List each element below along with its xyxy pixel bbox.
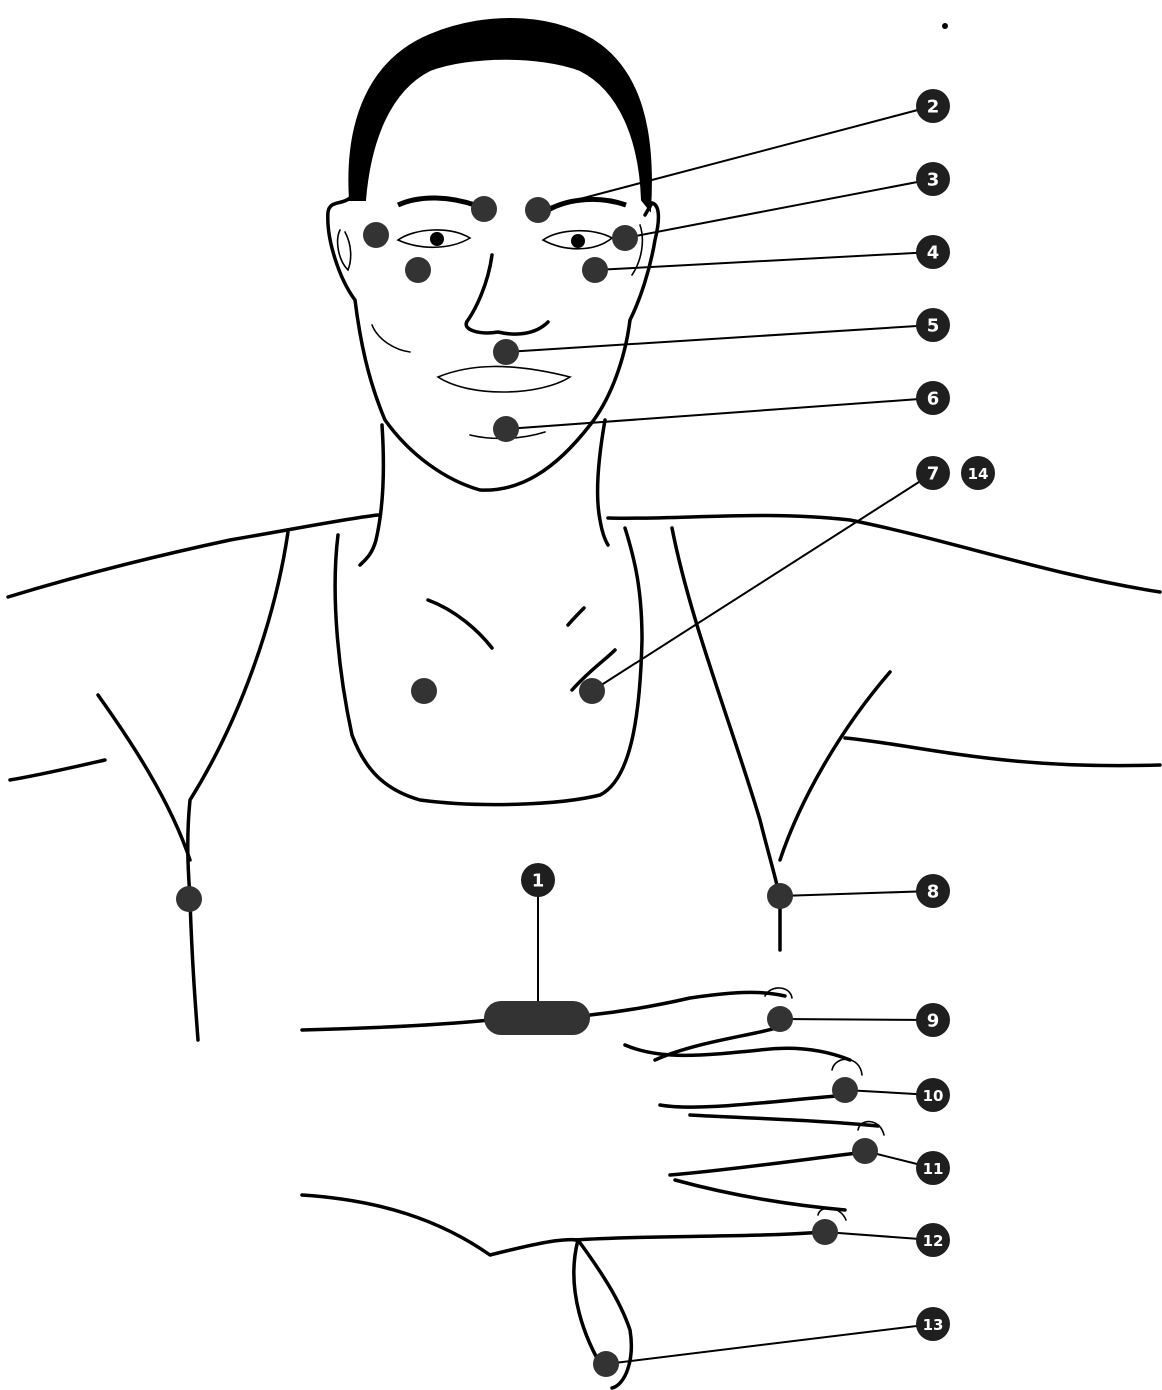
badge-4: 4 bbox=[916, 235, 950, 269]
hair bbox=[349, 19, 651, 210]
shirt-side-left bbox=[190, 900, 198, 1040]
point-eyebrow-right bbox=[525, 197, 551, 223]
point-finger-2 bbox=[832, 1077, 858, 1103]
pupil-right bbox=[571, 234, 585, 248]
point-under-arm-right bbox=[767, 883, 793, 909]
leader-9 bbox=[780, 1019, 933, 1020]
badge-12: 12 bbox=[916, 1223, 950, 1257]
eyebrow-left bbox=[398, 198, 478, 206]
badge-label-12: 12 bbox=[923, 1232, 944, 1250]
badge-6: 6 bbox=[916, 381, 950, 415]
neck-right bbox=[598, 420, 608, 545]
finger-3 bbox=[690, 1115, 878, 1126]
badge-label-6: 6 bbox=[927, 389, 940, 410]
finger-3-under bbox=[670, 1152, 865, 1175]
ear-left bbox=[338, 230, 351, 270]
point-finger-1 bbox=[767, 1006, 793, 1032]
cheek-line-left bbox=[372, 325, 410, 352]
badge-label-3: 3 bbox=[927, 170, 940, 191]
point-side-eye-left bbox=[363, 222, 389, 248]
point-finger-3 bbox=[852, 1138, 878, 1164]
badge-label-1: 1 bbox=[532, 871, 545, 892]
leader-3 bbox=[625, 179, 933, 238]
thumb bbox=[574, 1240, 605, 1372]
badge-label-11: 11 bbox=[923, 1160, 944, 1178]
badge-label-7: 7 bbox=[927, 464, 940, 485]
point-chin bbox=[493, 416, 519, 442]
badge-label-2: 2 bbox=[927, 97, 940, 118]
finger-4-under bbox=[575, 1232, 825, 1240]
nail-2 bbox=[832, 1059, 862, 1075]
badge-13: 13 bbox=[916, 1307, 950, 1341]
hand-bottom bbox=[302, 1195, 631, 1388]
arm-under-right bbox=[845, 738, 1160, 766]
leader-8 bbox=[780, 891, 933, 896]
point-thumb bbox=[593, 1351, 619, 1377]
lips bbox=[438, 366, 570, 392]
point-collarbone-right bbox=[579, 678, 605, 704]
finger-2 bbox=[660, 1095, 850, 1107]
badge-8: 8 bbox=[916, 874, 950, 908]
point-collarbone-left bbox=[411, 678, 437, 704]
badge-5: 5 bbox=[916, 308, 950, 342]
neck-left bbox=[360, 425, 383, 565]
badge-2: 2 bbox=[916, 89, 950, 123]
point-finger-4 bbox=[812, 1219, 838, 1245]
badge-7: 7 bbox=[916, 456, 950, 490]
point-under-arm-left bbox=[176, 886, 202, 912]
badge-label-9: 9 bbox=[927, 1011, 940, 1032]
badge-label-14: 14 bbox=[968, 465, 989, 483]
badge-9: 9 bbox=[916, 1003, 950, 1037]
point-karate-chop bbox=[484, 1001, 590, 1035]
badge-label-4: 4 bbox=[927, 243, 940, 264]
leader-4 bbox=[595, 252, 933, 270]
leader-13 bbox=[606, 1324, 933, 1364]
point-eyebrow-left bbox=[471, 196, 497, 222]
shoulder-left bbox=[8, 515, 378, 597]
point-under-nose bbox=[493, 339, 519, 365]
figure-illustration bbox=[8, 19, 1160, 1388]
point-side-eye-right bbox=[612, 225, 638, 251]
stray-dot bbox=[942, 23, 948, 29]
collarbone-left bbox=[428, 600, 492, 648]
finger-4 bbox=[675, 1180, 845, 1210]
point-under-eye-left bbox=[405, 257, 431, 283]
badge-label-5: 5 bbox=[927, 316, 940, 337]
pupil-left bbox=[430, 232, 444, 246]
badge-14: 14 bbox=[961, 456, 995, 490]
badge-11: 11 bbox=[916, 1151, 950, 1185]
badge-1: 1 bbox=[521, 863, 555, 897]
badge-3: 3 bbox=[916, 162, 950, 196]
leader-6 bbox=[506, 398, 933, 429]
badge-label-8: 8 bbox=[927, 882, 940, 903]
leader-5 bbox=[506, 325, 933, 352]
armpit-right bbox=[780, 672, 890, 860]
leader-2 bbox=[538, 106, 933, 210]
strap-left bbox=[188, 532, 288, 900]
collarbone-right bbox=[568, 608, 584, 625]
badge-10: 10 bbox=[916, 1078, 950, 1112]
strap-right bbox=[672, 528, 780, 900]
leader-lines bbox=[506, 106, 933, 1364]
arm-under-left bbox=[10, 760, 105, 780]
nose bbox=[466, 255, 548, 334]
badge-label-13: 13 bbox=[923, 1316, 944, 1334]
point-under-eye-right bbox=[582, 257, 608, 283]
badge-label-10: 10 bbox=[923, 1087, 944, 1105]
armpit-left bbox=[98, 695, 190, 860]
shoulder-right bbox=[608, 515, 1160, 592]
leader-7 bbox=[592, 473, 933, 691]
